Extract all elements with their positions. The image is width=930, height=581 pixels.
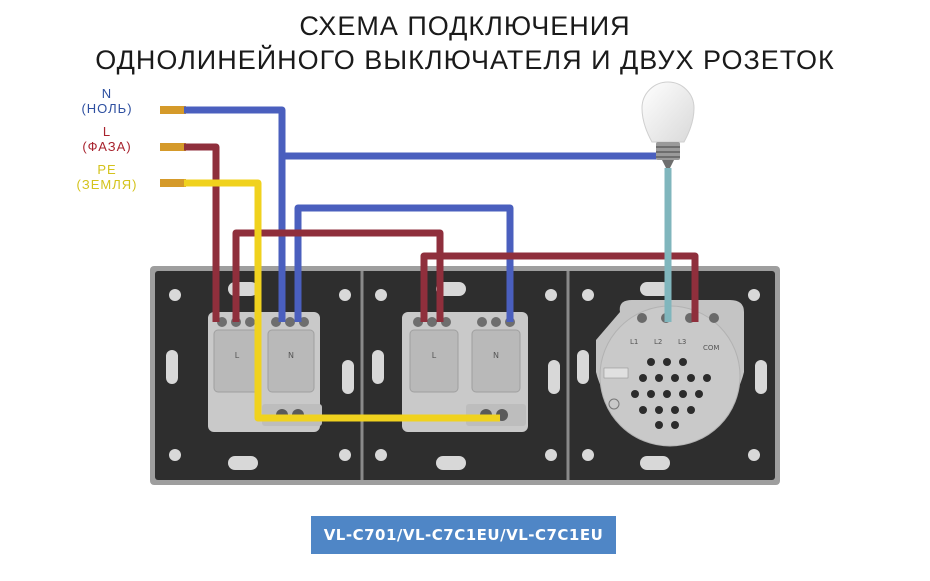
diagram-title-line1: СХЕМА ПОДКЛЮЧЕНИЯ <box>299 11 631 41</box>
phase-wire-to-switch <box>420 252 699 322</box>
socket-module-2: L N <box>402 312 528 432</box>
diagram-title-line2: ОДНОЛИНЕЙНОГО ВЫКЛЮЧАТЕЛЯ И ДВУХ РОЗЕТОК <box>95 45 835 75</box>
socket-l-block <box>409 329 459 393</box>
ce-mark <box>608 398 620 410</box>
phase-wire-end <box>160 143 186 151</box>
earth-wire-end <box>160 179 186 187</box>
socket-n-mark: N <box>288 351 294 360</box>
socket-screws <box>217 317 309 327</box>
speaker-holes <box>631 358 711 429</box>
earth-wire <box>184 179 500 422</box>
mounting-holes <box>166 282 767 470</box>
earth-symbol: PE <box>97 162 117 177</box>
neutral-wires <box>184 106 668 322</box>
socket-l-mark: L <box>432 351 437 360</box>
phase-wire-socket-2 <box>232 229 444 322</box>
terminal-label-l2: L2 <box>654 338 662 346</box>
model-number-label: VL-C701/VL-C7C1EU/VL-C7C1EU <box>311 516 616 554</box>
terminal-label-l3: L3 <box>678 338 686 346</box>
socket-n-mark: N <box>493 351 499 360</box>
phase-symbol: L <box>102 124 112 139</box>
terminal-label-l1: L1 <box>630 338 638 346</box>
light-bulb-icon <box>641 81 695 168</box>
phase-wires <box>184 143 699 322</box>
bulb-glass <box>641 81 695 143</box>
neutral-name: (НОЛЬ) <box>81 101 133 116</box>
neutral-wire-main <box>184 106 286 322</box>
socket-n-block <box>471 329 521 393</box>
terminal-label-com: COM <box>703 344 719 352</box>
socket-l-mark: L <box>235 351 240 360</box>
neutral-wire-end <box>160 106 186 114</box>
phase-wire-label: L (ФАЗА) <box>52 124 162 154</box>
phase-name: (ФАЗА) <box>82 139 132 154</box>
wire-ends <box>160 106 186 187</box>
earth-wire-label: PE (ЗЕМЛЯ) <box>52 162 162 192</box>
touch-switch-module: L1 L2 L3 COM <box>596 300 744 447</box>
neutral-wire-socket-2 <box>294 204 514 322</box>
socket-l-block <box>213 329 261 393</box>
phase-wire-main <box>184 143 220 322</box>
earth-name: (ЗЕМЛЯ) <box>76 177 138 192</box>
socket-module-1: L N <box>208 312 322 432</box>
socket-n-block <box>267 329 315 393</box>
neutral-wire-label: N (НОЛЬ) <box>52 86 162 116</box>
spec-sticker <box>603 367 629 379</box>
neutral-symbol: N <box>101 86 113 101</box>
